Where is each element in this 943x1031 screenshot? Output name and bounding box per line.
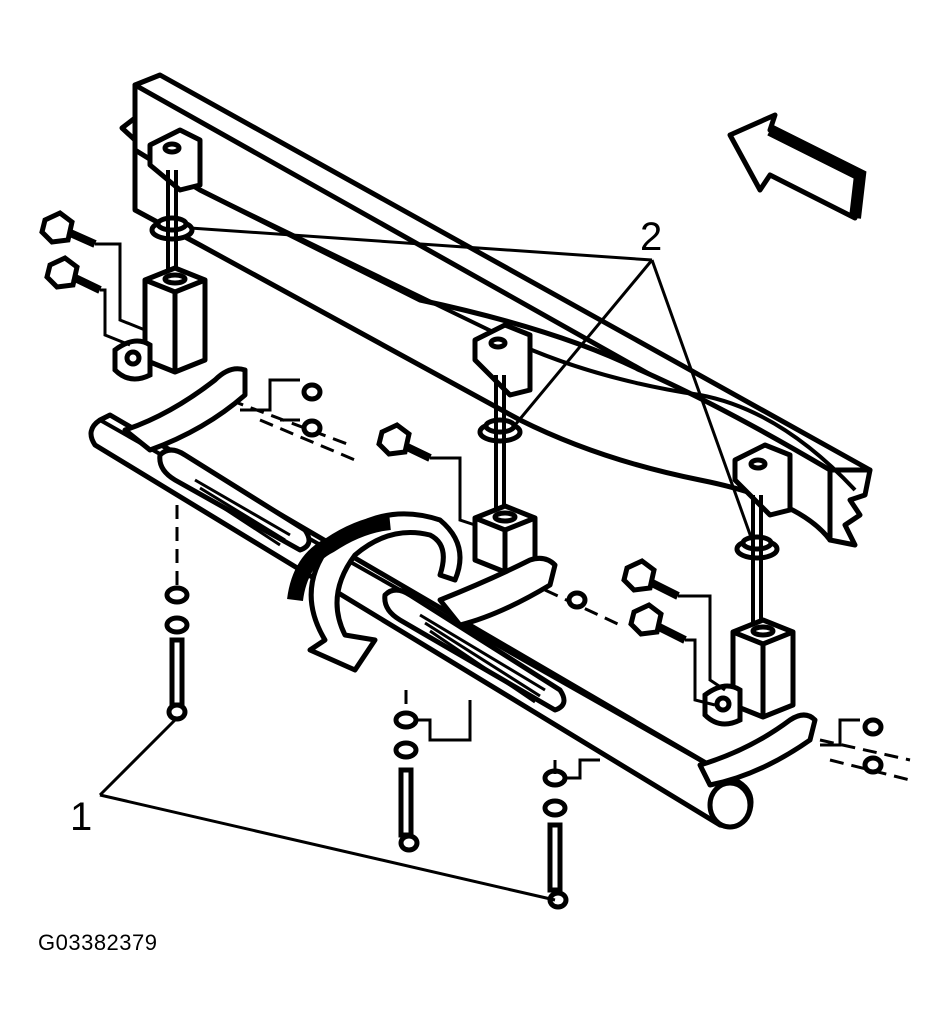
frame-bracket-right bbox=[732, 442, 793, 518]
spacer-center bbox=[477, 417, 523, 444]
side-plate-right bbox=[702, 683, 743, 727]
callout-leaders bbox=[98, 226, 754, 902]
step-pad-left bbox=[157, 447, 312, 553]
nut-leader-lines bbox=[240, 378, 860, 747]
vertical-bolts bbox=[164, 585, 569, 910]
figure-id: G03382379 bbox=[38, 930, 158, 955]
frame-bracket-left bbox=[147, 127, 203, 193]
bolt-leader-lines bbox=[95, 242, 726, 707]
callout-label-1: 1 bbox=[70, 795, 92, 839]
nuts bbox=[301, 382, 884, 775]
vertical-bolt-dashed-lines bbox=[175, 505, 557, 775]
rotation-arrow-icon bbox=[287, 511, 463, 673]
forward-direction-arrow-icon bbox=[727, 112, 867, 221]
support-arms bbox=[122, 366, 818, 788]
side-plate-left bbox=[112, 338, 153, 382]
mounting-studs bbox=[166, 170, 763, 625]
step-pad-right bbox=[382, 587, 567, 713]
side-bolts bbox=[39, 210, 687, 644]
spacer-right bbox=[734, 534, 780, 561]
spacer-left bbox=[149, 215, 195, 242]
frame-bracket-center bbox=[472, 322, 533, 398]
nuts-dashed-lines bbox=[229, 398, 911, 782]
vertical-bolt-leaders bbox=[415, 700, 600, 780]
mount-block-left bbox=[142, 265, 208, 375]
callout-label-2: 2 bbox=[640, 215, 662, 259]
mount-block-right bbox=[730, 617, 796, 720]
